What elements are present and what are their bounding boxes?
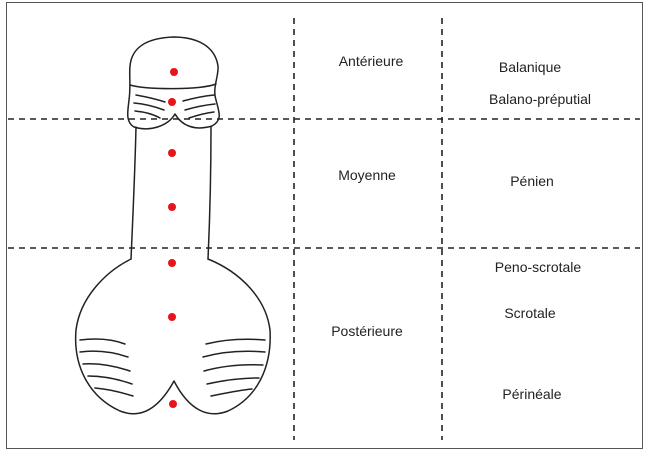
location-label-balano-preputial: Balano-préputial — [489, 91, 591, 107]
glans-fold-left — [134, 95, 165, 118]
marker-balanique — [170, 68, 178, 76]
location-label-scrotale: Scrotale — [504, 305, 556, 321]
zone-label-anterior: Antérieure — [339, 53, 404, 69]
marker-perineale — [169, 400, 177, 408]
location-label-peno-scrotale: Peno-scrotale — [495, 259, 582, 275]
zone-label-posterior: Postérieure — [331, 323, 403, 339]
marker-penien-upper — [168, 149, 176, 157]
location-labels: Balanique Balano-préputial Pénien Peno-s… — [489, 59, 591, 402]
marker-scrotale — [168, 313, 176, 321]
zone-labels: Antérieure Moyenne Postérieure — [331, 53, 403, 339]
corona-line — [130, 84, 216, 89]
glans-outline — [128, 37, 220, 129]
location-label-penien: Pénien — [510, 173, 554, 189]
shaft-right — [208, 127, 211, 259]
glans-fold-right — [183, 95, 215, 118]
scrotal-folds-left — [80, 339, 133, 396]
location-label-balanique: Balanique — [499, 59, 561, 75]
marker-balano-preputial — [168, 98, 176, 106]
location-label-perineale: Périnéale — [502, 386, 561, 402]
marker-peno-scrotale — [168, 259, 176, 267]
shaft-left — [131, 127, 136, 259]
zone-label-middle: Moyenne — [338, 167, 396, 183]
penis-outline — [76, 37, 271, 414]
marker-penien-lower — [168, 203, 176, 211]
